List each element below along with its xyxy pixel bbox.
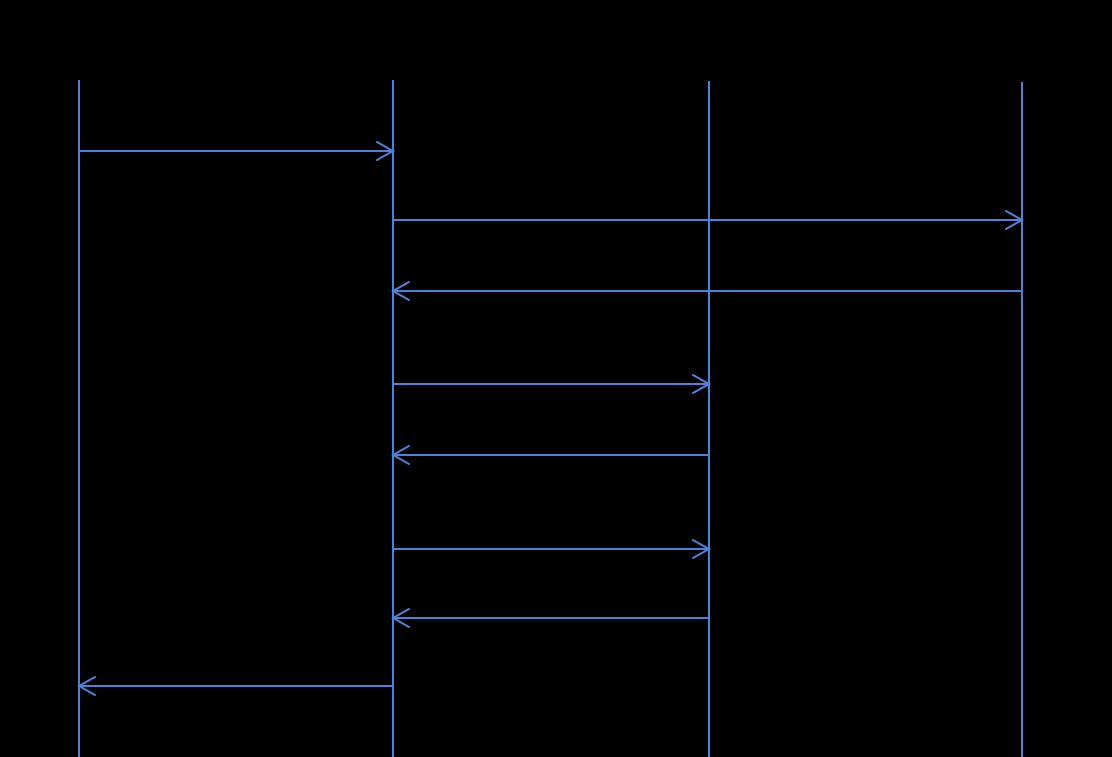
message-arrowhead (76, 676, 96, 696)
lifeline-group (78, 80, 1023, 757)
message-arrowhead (376, 141, 396, 161)
message-3[interactable] (390, 281, 1022, 301)
message-7[interactable] (390, 608, 709, 628)
message-5[interactable] (390, 445, 709, 465)
message-arrowhead (390, 281, 410, 301)
message-4[interactable] (393, 374, 712, 394)
message-arrowhead (692, 539, 712, 559)
message-8[interactable] (76, 676, 393, 696)
message-6[interactable] (393, 539, 712, 559)
message-1[interactable] (79, 141, 396, 161)
message-group (76, 141, 1025, 696)
message-arrowhead (692, 374, 712, 394)
message-2[interactable] (393, 210, 1025, 230)
message-arrowhead (390, 608, 410, 628)
message-arrowhead (1005, 210, 1025, 230)
message-arrowhead (390, 445, 410, 465)
